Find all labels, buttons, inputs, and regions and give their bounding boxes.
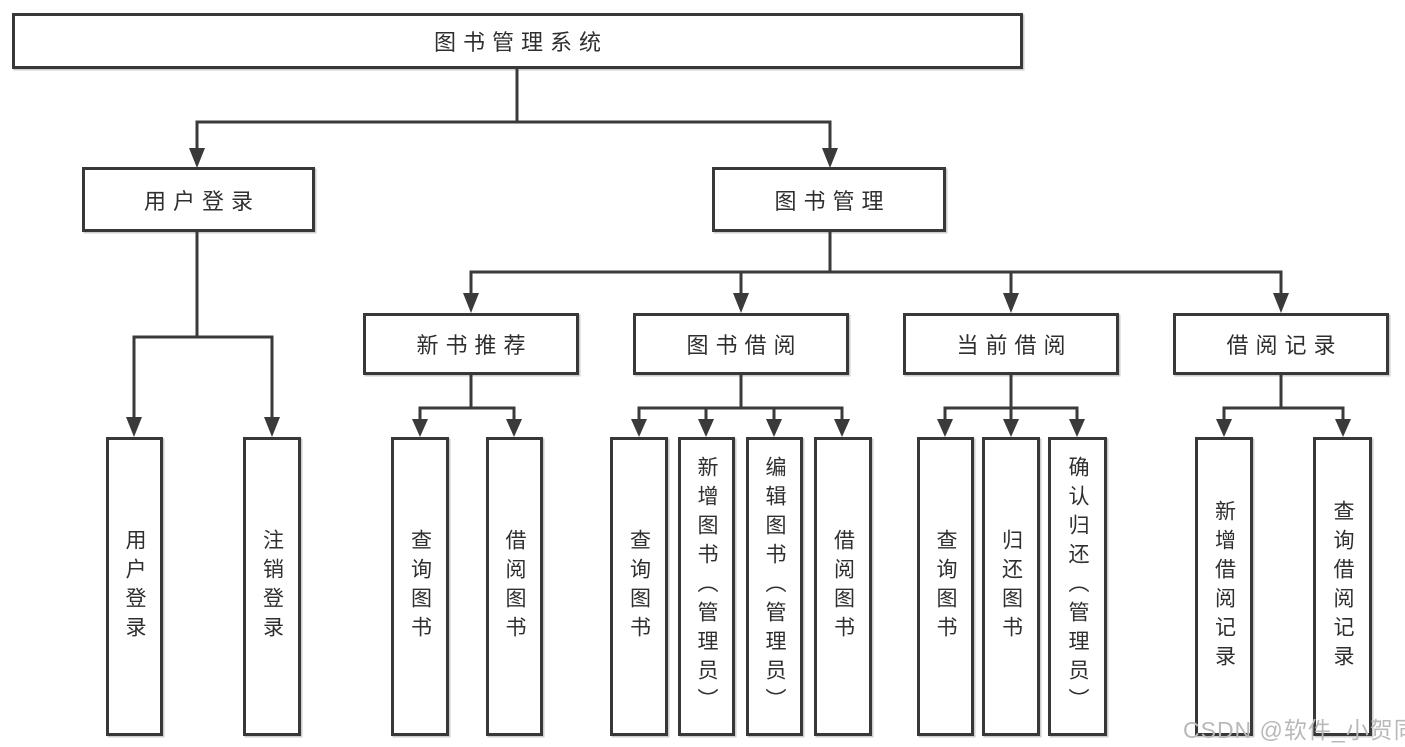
leaf-query-borrow-record-label: 查询借阅记录 xyxy=(1331,499,1355,674)
leaf-recommend-query-book-label: 查询图书 xyxy=(408,528,432,645)
arrow-down-icon xyxy=(766,419,782,437)
arrow-down-icon xyxy=(264,417,280,437)
arrow-down-icon xyxy=(1273,293,1289,313)
arrow-down-icon xyxy=(506,419,522,437)
leaf-edit-book-admin: 编辑图书（管理员） xyxy=(746,437,803,736)
arrow-down-icon xyxy=(834,419,850,437)
leaf-query-borrow-record: 查询借阅记录 xyxy=(1313,437,1372,736)
node-user-login-label: 用户登录 xyxy=(143,188,260,214)
leaf-current-query-book: 查询图书 xyxy=(917,437,974,736)
arrow-down-icon xyxy=(1069,419,1085,437)
node-book-management-label: 图书管理 xyxy=(774,188,891,214)
leaf-add-borrow-record: 新增借阅记录 xyxy=(1195,437,1253,736)
leaf-add-borrow-record-label: 新增借阅记录 xyxy=(1212,499,1236,674)
node-book-borrow-label: 图书借阅 xyxy=(686,333,803,358)
leaf-recommend-query-book: 查询图书 xyxy=(391,437,449,736)
leaf-recommend-borrow-book: 借阅图书 xyxy=(486,437,543,736)
leaf-current-query-book-label: 查询图书 xyxy=(934,528,958,645)
node-root: 图书管理系统 xyxy=(12,13,1023,69)
leaf-user-login: 用户登录 xyxy=(106,437,163,736)
arrow-down-icon xyxy=(463,293,479,313)
leaf-logout-label: 注销登录 xyxy=(260,528,284,645)
arrow-down-icon xyxy=(189,148,205,168)
arrow-down-icon xyxy=(126,417,142,437)
arrow-down-icon xyxy=(937,419,953,437)
node-book-borrow: 图书借阅 xyxy=(633,313,849,375)
arrow-down-icon xyxy=(1335,419,1351,437)
node-current-borrow-label: 当前借阅 xyxy=(956,333,1073,358)
arrow-down-icon xyxy=(1003,419,1019,437)
leaf-return-book-label: 归还图书 xyxy=(999,528,1023,645)
leaf-add-book-admin-label: 新增图书（管理员） xyxy=(695,456,719,717)
leaf-edit-book-admin-label: 编辑图书（管理员） xyxy=(763,456,787,717)
node-new-book-recommend-label: 新书推荐 xyxy=(416,333,533,358)
leaf-borrow-query-book: 查询图书 xyxy=(610,437,668,736)
arrow-down-icon xyxy=(1216,419,1232,437)
arrow-down-icon xyxy=(822,148,838,168)
node-book-management: 图书管理 xyxy=(712,167,946,232)
node-new-book-recommend: 新书推荐 xyxy=(363,313,579,375)
node-borrow-records-label: 借阅记录 xyxy=(1226,333,1343,358)
arrow-down-icon xyxy=(733,293,749,313)
arrow-down-icon xyxy=(1003,293,1019,313)
node-root-label: 图书管理系统 xyxy=(433,30,608,55)
leaf-borrow-query-book-label: 查询图书 xyxy=(627,528,651,645)
node-borrow-records: 借阅记录 xyxy=(1173,313,1389,375)
leaf-recommend-borrow-book-label: 借阅图书 xyxy=(503,528,527,645)
leaf-return-book: 归还图书 xyxy=(982,437,1040,736)
leaf-borrow-borrow-book-label: 借阅图书 xyxy=(831,528,855,645)
leaf-confirm-return-admin-label: 确认归还（管理员） xyxy=(1066,456,1090,717)
arrow-down-icon xyxy=(698,419,714,437)
arrow-down-icon xyxy=(631,419,647,437)
leaf-user-login-label: 用户登录 xyxy=(123,528,147,645)
leaf-add-book-admin: 新增图书（管理员） xyxy=(678,437,735,736)
leaf-borrow-borrow-book: 借阅图书 xyxy=(814,437,872,736)
csdn-watermark: CSDN @软件_小贺同学 xyxy=(1183,717,1405,743)
leaf-confirm-return-admin: 确认归还（管理员） xyxy=(1048,437,1107,736)
leaf-logout: 注销登录 xyxy=(243,437,301,736)
node-current-borrow: 当前借阅 xyxy=(903,313,1119,375)
node-user-login: 用户登录 xyxy=(82,167,315,232)
arrow-down-icon xyxy=(412,419,428,437)
